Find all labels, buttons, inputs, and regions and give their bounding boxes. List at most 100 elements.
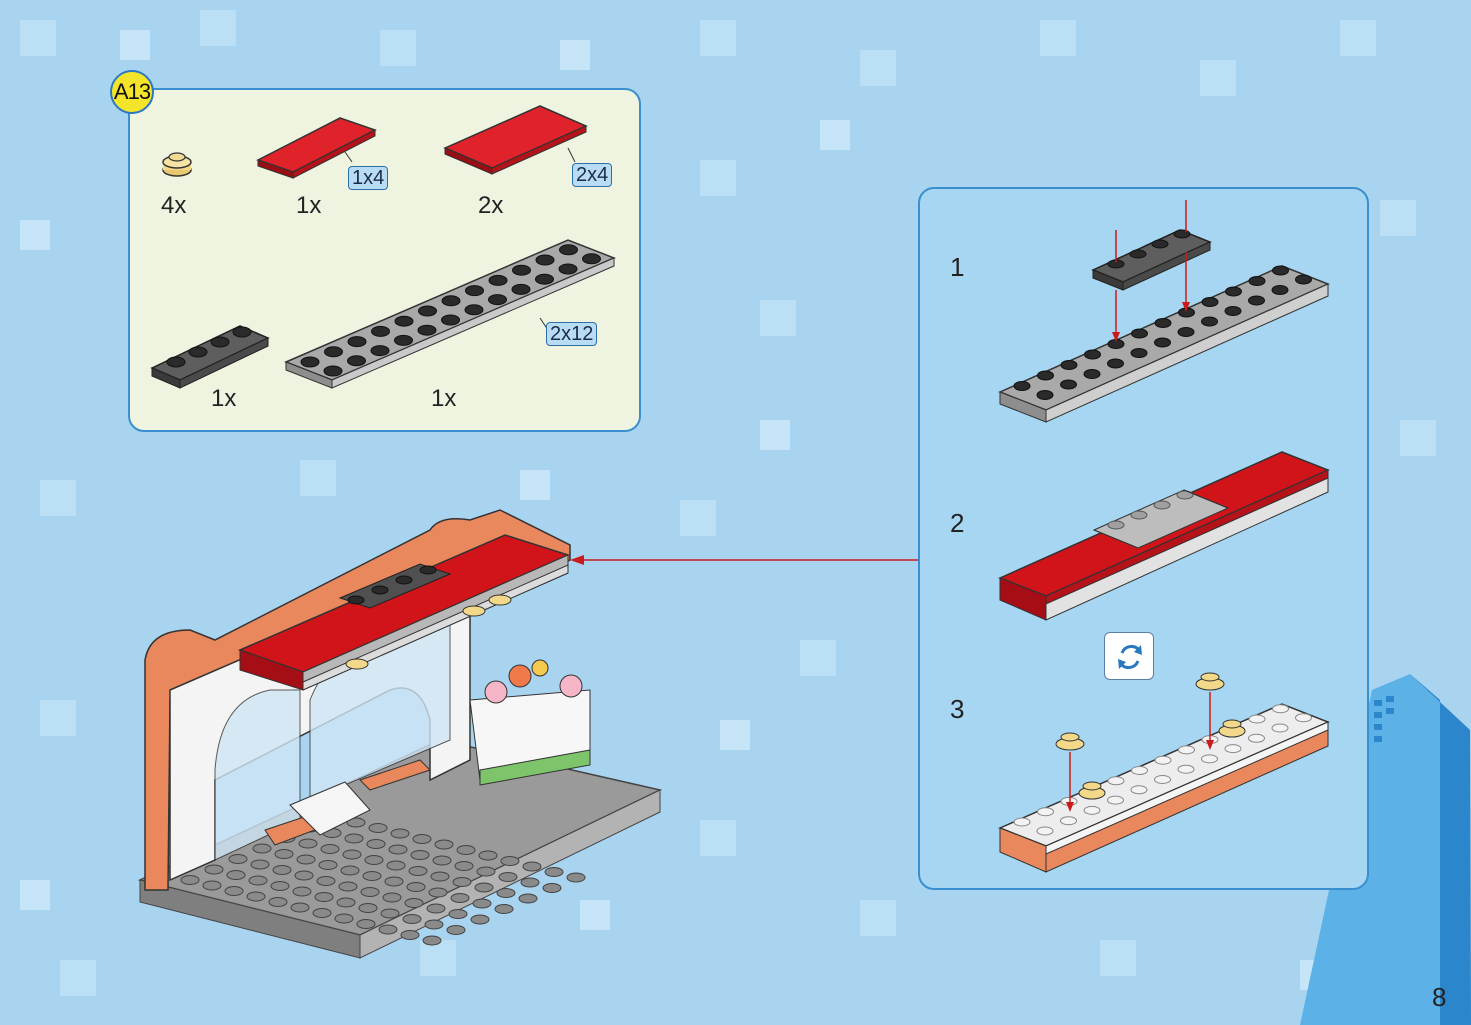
stud bbox=[464, 304, 484, 316]
stud bbox=[400, 930, 420, 940]
stud bbox=[417, 324, 437, 336]
stud bbox=[366, 839, 386, 849]
stud bbox=[1201, 754, 1218, 764]
step-badge: A13 bbox=[110, 70, 154, 114]
stud bbox=[406, 882, 426, 892]
stud bbox=[404, 898, 424, 908]
stud bbox=[1037, 370, 1054, 381]
plate-1x4-red-icon bbox=[256, 117, 377, 179]
stud bbox=[338, 881, 358, 892]
stud bbox=[384, 876, 404, 887]
stud bbox=[1084, 349, 1101, 360]
stud bbox=[535, 254, 555, 266]
stud bbox=[1224, 306, 1242, 316]
stud bbox=[418, 305, 437, 317]
stud bbox=[478, 850, 498, 861]
stud bbox=[228, 854, 248, 864]
stud bbox=[1083, 369, 1101, 379]
stud bbox=[432, 855, 452, 866]
stud bbox=[334, 913, 354, 924]
stud bbox=[1131, 766, 1148, 775]
stud bbox=[296, 854, 316, 865]
stud bbox=[252, 843, 272, 854]
stud bbox=[224, 886, 244, 896]
part-qty: 4x bbox=[161, 192, 187, 219]
stud bbox=[1248, 714, 1266, 724]
stud bbox=[1060, 360, 1078, 370]
stud bbox=[246, 891, 266, 902]
stud bbox=[1295, 713, 1312, 723]
stud bbox=[520, 877, 540, 888]
stud bbox=[450, 893, 470, 903]
part-qty: 1x bbox=[296, 192, 322, 219]
stud bbox=[470, 914, 490, 925]
size-label: 1x4 bbox=[348, 166, 389, 190]
stud bbox=[448, 909, 468, 919]
stud bbox=[1154, 337, 1171, 348]
stud bbox=[180, 875, 200, 885]
stud bbox=[268, 897, 288, 907]
stud bbox=[1177, 327, 1195, 337]
stud bbox=[274, 849, 294, 859]
flower-icon bbox=[484, 659, 583, 704]
stud bbox=[1130, 348, 1148, 358]
stud bbox=[250, 859, 270, 870]
substep-3-drawing bbox=[998, 672, 1330, 873]
stud bbox=[300, 356, 320, 368]
plate-1x4-dark-gray-icon bbox=[150, 325, 270, 389]
stud bbox=[472, 898, 492, 909]
stud bbox=[370, 345, 390, 357]
stud bbox=[314, 892, 334, 902]
stud bbox=[1013, 381, 1031, 391]
stud bbox=[488, 294, 507, 306]
stud bbox=[1154, 775, 1171, 784]
stud bbox=[1107, 358, 1124, 369]
stud bbox=[474, 882, 494, 893]
stud bbox=[566, 872, 586, 883]
stud bbox=[1013, 817, 1031, 827]
stud bbox=[542, 883, 562, 893]
stud bbox=[1272, 265, 1289, 276]
stud bbox=[1131, 328, 1148, 339]
stud bbox=[394, 334, 413, 346]
stud bbox=[452, 877, 472, 887]
stud bbox=[292, 886, 312, 897]
stud bbox=[402, 914, 422, 924]
part-qty: 1x bbox=[211, 385, 237, 412]
stud bbox=[496, 888, 516, 898]
stud bbox=[488, 274, 508, 286]
substep-2-drawing bbox=[998, 451, 1330, 621]
stud bbox=[364, 855, 384, 865]
stud bbox=[518, 893, 538, 904]
stud bbox=[1083, 805, 1101, 815]
stud bbox=[347, 355, 366, 367]
stud bbox=[494, 904, 514, 914]
stud bbox=[316, 876, 336, 886]
stud bbox=[1201, 297, 1219, 307]
stud bbox=[1178, 745, 1195, 755]
stud bbox=[454, 861, 474, 871]
substep-1-drawing bbox=[998, 200, 1330, 423]
stud bbox=[500, 856, 520, 866]
stud bbox=[1154, 755, 1172, 765]
stud bbox=[371, 325, 390, 337]
stud bbox=[1248, 733, 1265, 743]
stud bbox=[441, 314, 460, 326]
stud bbox=[270, 881, 290, 891]
size-label: 2x4 bbox=[572, 163, 613, 187]
stud bbox=[298, 838, 318, 849]
stud bbox=[362, 871, 382, 881]
stud bbox=[1248, 295, 1265, 306]
stud bbox=[1271, 723, 1289, 733]
stud bbox=[441, 295, 461, 307]
stud bbox=[428, 887, 448, 898]
stud bbox=[1060, 379, 1077, 390]
stud bbox=[1248, 276, 1266, 286]
stud bbox=[1037, 807, 1054, 817]
stud bbox=[340, 865, 360, 876]
stud bbox=[336, 897, 356, 908]
stud bbox=[344, 833, 364, 844]
stud bbox=[1036, 826, 1054, 836]
stud bbox=[290, 902, 310, 913]
